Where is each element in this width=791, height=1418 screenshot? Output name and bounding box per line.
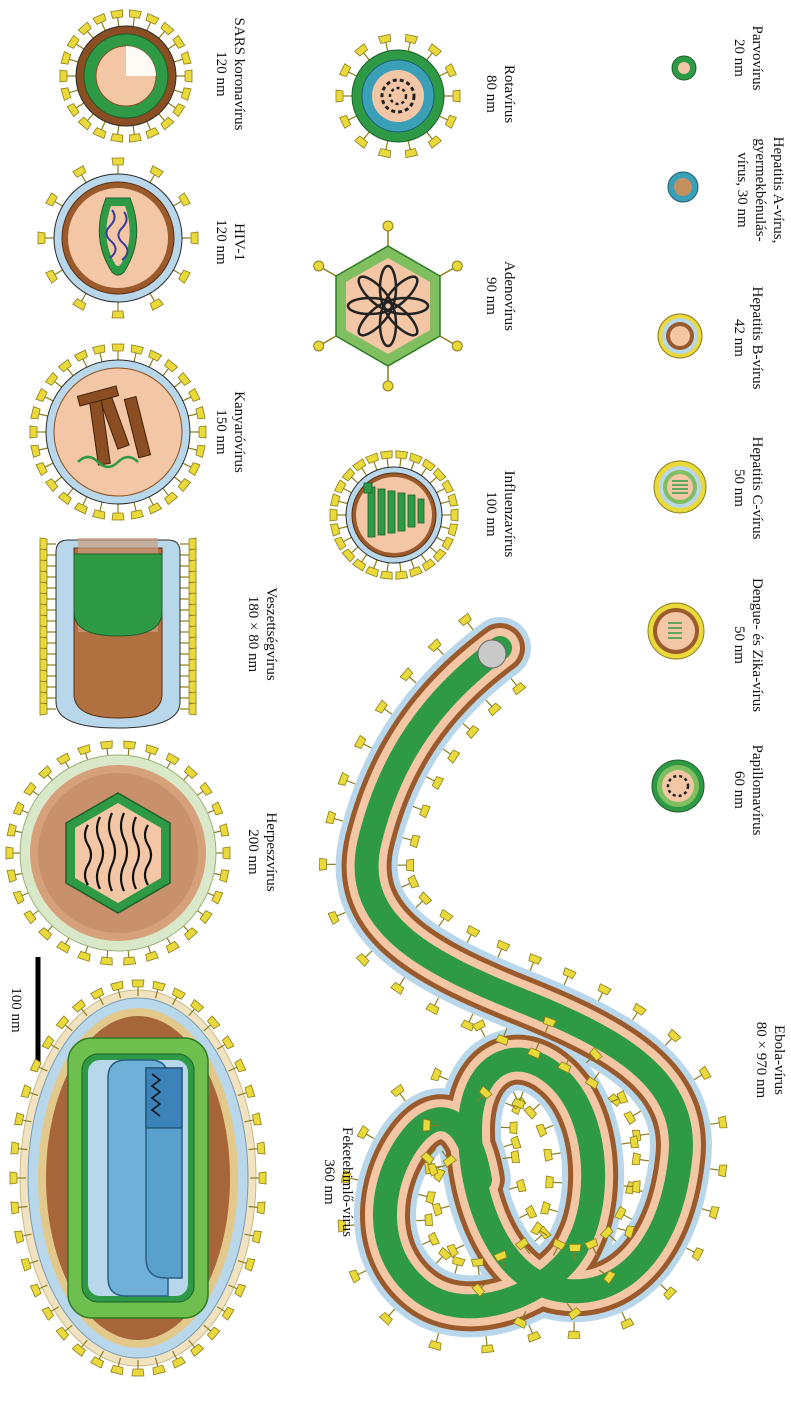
sars-coronavirus-illustration — [60, 10, 192, 142]
hiv-illustration — [38, 158, 198, 318]
label-hiv: HIV-1120 nm — [212, 219, 248, 264]
influenza-virus-illustration — [330, 451, 458, 580]
smallpox-virus-illustration — [10, 980, 266, 1376]
label-dengue-zika: Dengue- és Zika-vírus50 nm — [730, 578, 766, 712]
label-hepatitis-a: Hepatitis A-vírus,gyermekbénulás-vírus, … — [733, 137, 787, 244]
label-sars: SARS koronavírus120 nm — [212, 18, 248, 131]
rabies-virus-illustration — [40, 538, 196, 728]
label-rabies: Veszettségvírus180 × 80 nm — [244, 587, 280, 680]
label-hepatitis-c: Hepatitis C-vírus50 nm — [730, 437, 766, 540]
label-adenovirus: Adenovírus90 nm — [482, 261, 518, 331]
rotavirus-illustration — [336, 34, 460, 157]
hepatitis-a-virus-illustration — [668, 172, 698, 202]
adenovirus-illustration — [314, 221, 463, 391]
ebola-virus-illustration — [320, 613, 727, 1353]
label-ebola: Ebola-vírus80 × 970 nm — [752, 1022, 788, 1098]
dengue-zika-virus-illustration — [648, 603, 704, 659]
measles-virus-illustration — [30, 344, 206, 520]
scale-bar-label: 100 nm — [7, 987, 25, 1032]
hepatitis-b-virus-illustration — [658, 314, 702, 358]
label-hepatitis-b: Hepatitis B-vírus42 nm — [730, 287, 766, 390]
label-rotavirus: Rotavírus80 nm — [482, 65, 518, 123]
label-influenza: Influenzavírus100 nm — [482, 471, 518, 558]
hepatitis-c-virus-illustration — [654, 461, 706, 513]
papillomavirus-illustration — [652, 760, 704, 812]
label-parvovirus: Parvovírus20 nm — [730, 26, 766, 91]
label-papillomavirus: Papillomavírus60 nm — [730, 745, 766, 836]
label-smallpox: Feketehimlő-vírus360 nm — [320, 1127, 356, 1237]
herpes-virus-illustration — [6, 741, 230, 965]
parvovirus-illustration — [672, 56, 696, 80]
label-measles: Kanyaróvírus150 nm — [212, 391, 248, 473]
label-herpes: Herpeszvírus200 nm — [244, 812, 280, 891]
